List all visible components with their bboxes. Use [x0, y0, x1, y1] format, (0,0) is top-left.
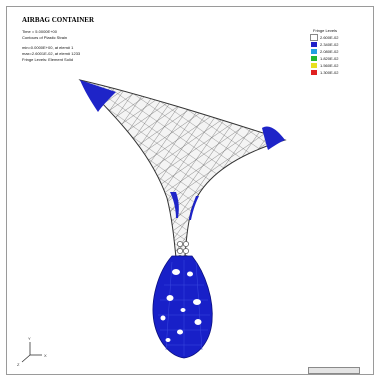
- legend-row: 2.600E-02: [310, 34, 351, 41]
- viewport-status-box: [308, 367, 360, 374]
- legend-swatch: [311, 42, 317, 47]
- axis-triad: [21, 342, 42, 363]
- axis-label-x: X: [44, 353, 47, 358]
- legend-swatch: [311, 63, 317, 68]
- legend-title: Fringe Levels: [313, 28, 338, 33]
- legend-value: 2.340E-02: [320, 42, 339, 47]
- legend-swatch: [310, 34, 318, 41]
- info-line-max: max=2.6001E-02, at elem# 1233: [22, 51, 81, 56]
- axis-label-y: Y: [28, 336, 31, 341]
- axis-label-z: Z: [17, 362, 20, 367]
- info-line-time: Time = 5.0000E+00: [22, 29, 57, 34]
- plot-title: AIRBAG CONTAINER: [22, 16, 95, 24]
- corner-region-left: [80, 80, 116, 112]
- info-line-contours: Contours of Plastic Strain: [22, 35, 68, 40]
- legend-value: 1.820E-02: [320, 56, 339, 61]
- legend-swatch: [311, 56, 317, 61]
- info-line-min: min=0.0000E+00, at elem# 1: [22, 45, 74, 50]
- legend-value: 1.560E-02: [320, 63, 339, 68]
- legend-row: 1.300E-02: [311, 70, 351, 76]
- legend-value: 2.600E-02: [320, 35, 339, 40]
- legend-row: 1.560E-02: [311, 63, 351, 69]
- legend-row: 2.340E-02: [311, 42, 351, 48]
- legend-swatch: [311, 49, 317, 54]
- legend-value: 1.300E-02: [320, 70, 339, 75]
- legend-value: 2.080E-02: [320, 49, 339, 54]
- bulb-region: [152, 255, 213, 359]
- neck-region: [170, 192, 179, 218]
- info-line-fringe: Fringe Levels: Element Solid: [22, 57, 73, 62]
- legend-row: 2.080E-02: [311, 49, 351, 55]
- legend-row: 1.820E-02: [311, 56, 351, 62]
- corner-region-right: [262, 126, 285, 150]
- neck-region-right: [189, 196, 199, 220]
- legend-swatch: [311, 70, 317, 75]
